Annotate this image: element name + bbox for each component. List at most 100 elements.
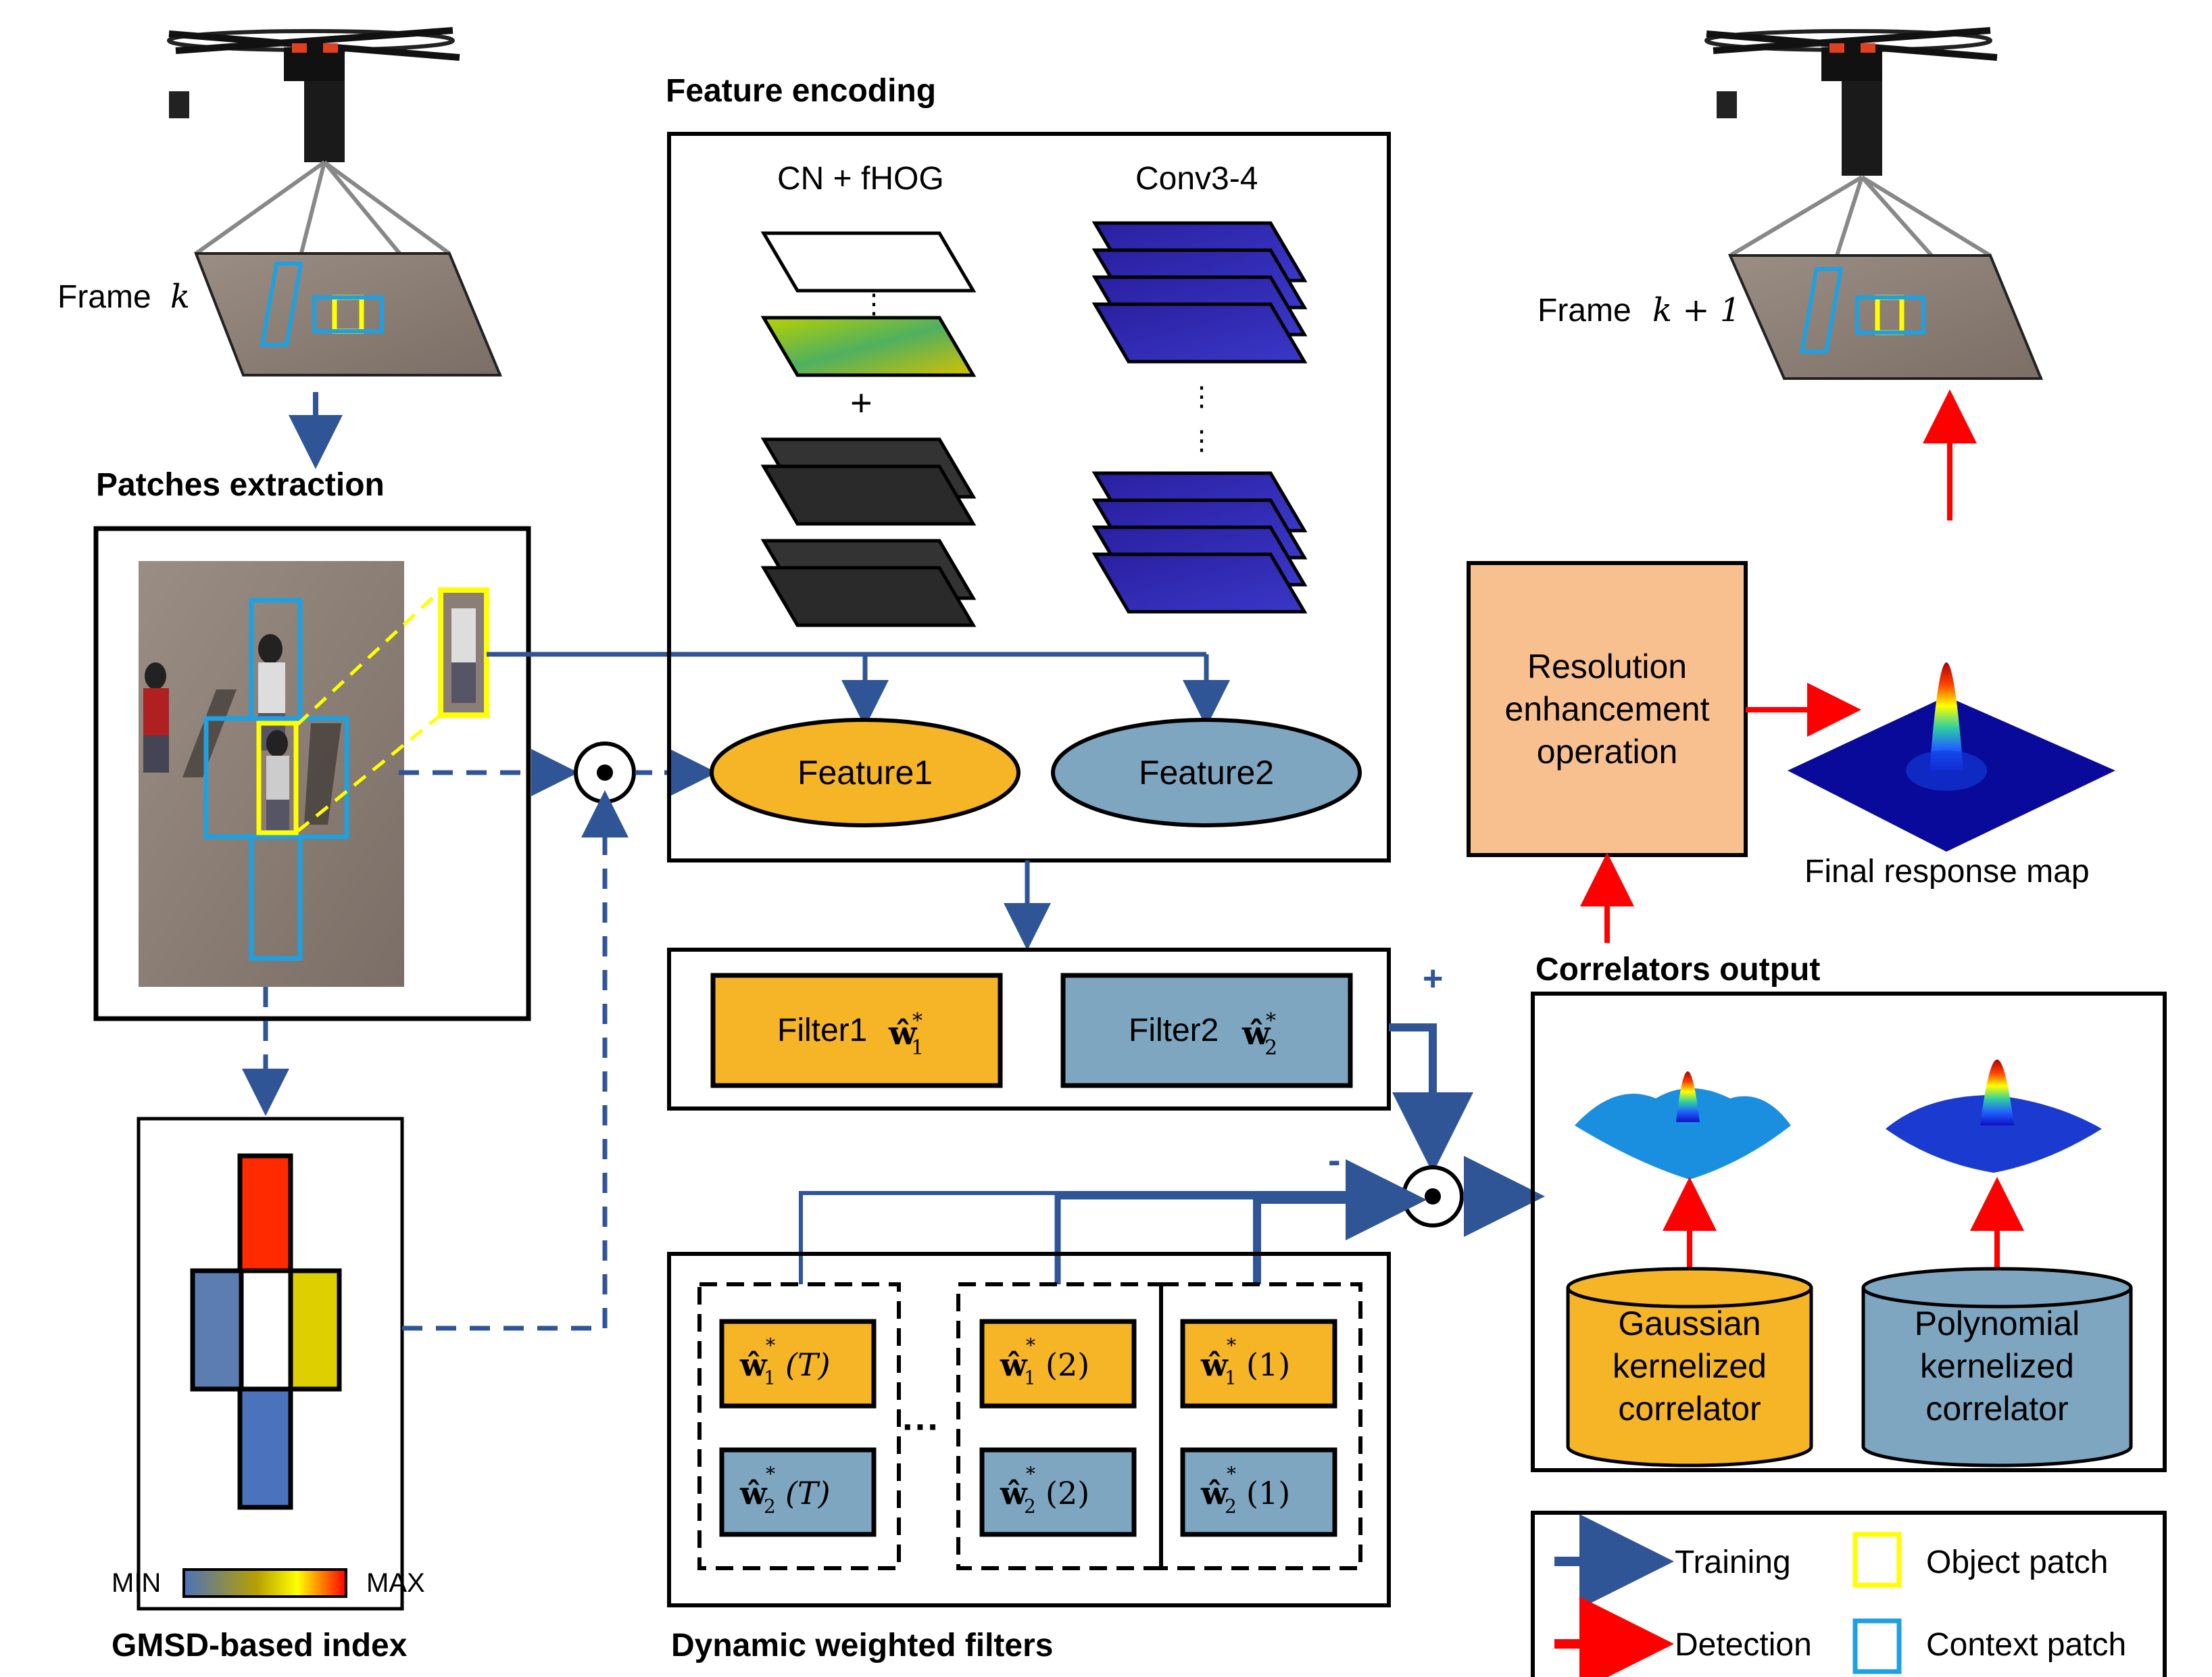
resolution-enhancement-box <box>1467 561 1748 857</box>
final-response-map <box>1788 662 2115 852</box>
svg-text:1: 1 <box>764 1367 776 1389</box>
svg-text:ŵ: ŵ <box>1000 1346 1028 1383</box>
svg-text:(1): (1) <box>1246 1475 1290 1511</box>
svg-text:ŵ: ŵ <box>1200 1475 1229 1511</box>
svg-text:2: 2 <box>1264 1036 1277 1060</box>
gaussian-line1: Gaussian <box>1618 1305 1761 1342</box>
gmsd-max-label: MAX <box>366 1568 425 1598</box>
legend-context-patch-swatch <box>1852 1618 1902 1674</box>
gmsd-title: GMSD-based index <box>112 1628 408 1663</box>
resolution-line2: enhancement <box>1504 690 1709 728</box>
frame-k-image <box>194 252 502 376</box>
svg-text:ŵ: ŵ <box>739 1346 768 1383</box>
svg-text:(2): (2) <box>1046 1475 1089 1511</box>
filter2-block <box>1060 973 1353 1088</box>
frame-k-word: Frame <box>57 279 151 315</box>
resolution-line3: operation <box>1537 733 1678 771</box>
svg-text:(2): (2) <box>1046 1346 1089 1383</box>
svg-text:*: * <box>766 1334 775 1357</box>
svg-text:ŵ: ŵ <box>1000 1475 1028 1511</box>
weight-w1-1: ŵ * 1 (1) <box>1180 1319 1337 1409</box>
svg-text:1: 1 <box>1024 1367 1036 1389</box>
weight-w2-2: ŵ * 2 (2) <box>979 1447 1137 1537</box>
legend-context-patch-label: Context patch <box>1926 1627 2126 1663</box>
svg-text:⋮: ⋮ <box>1188 426 1215 456</box>
svg-text:*: * <box>1026 1463 1035 1485</box>
dynamic-line-thick <box>1253 1159 1427 1284</box>
frame-k1-image <box>1727 254 2043 380</box>
object-patch <box>256 721 299 835</box>
svg-text:2: 2 <box>1225 1495 1237 1517</box>
dashed-gmsd-to-multiply <box>402 790 629 1331</box>
feature1-label: Feature1 <box>797 754 933 792</box>
svg-text:1: 1 <box>1225 1367 1237 1389</box>
svg-text:*: * <box>1026 1334 1035 1357</box>
legend-detection-label: Detection <box>1675 1627 1812 1663</box>
polynomial-line2: kernelized <box>1920 1347 2074 1385</box>
minus-sign: - <box>1328 1138 1341 1181</box>
weight-w1-T: ŵ * 1 (T) <box>719 1319 877 1409</box>
svg-text:ŵ: ŵ <box>1200 1346 1229 1383</box>
svg-text:*: * <box>1227 1334 1236 1357</box>
plus-sign: + <box>1423 959 1443 998</box>
conv34-label: Conv3-4 <box>1135 161 1258 197</box>
cn-fhog-plus: + <box>850 381 872 424</box>
cn-fhog-maps: ⋮ <box>760 231 977 627</box>
svg-text:⋮: ⋮ <box>860 289 887 319</box>
svg-text:2: 2 <box>1024 1495 1036 1517</box>
svg-text:⋮: ⋮ <box>1188 382 1215 412</box>
polynomial-response-surface <box>1886 1059 2102 1173</box>
polynomial-line3: correlator <box>1925 1390 2068 1428</box>
conv34-maps: ⋮ ⋮ <box>1091 221 1308 614</box>
drone-frame-k1: Frame k + 1 <box>1538 27 2043 380</box>
filter1-block <box>710 973 1003 1088</box>
dynamic-line-thin <box>799 1191 1399 1284</box>
gmsd-left-block <box>190 1268 244 1392</box>
correlators-output-title: Correlators output <box>1535 952 1820 988</box>
filter1-label: Filter1 <box>777 1013 867 1048</box>
legend-box <box>1531 1511 2167 1677</box>
gaussian-line2: kernelized <box>1613 1347 1767 1385</box>
gaussian-response-surface <box>1575 1071 1791 1180</box>
polynomial-line1: Polynomial <box>1915 1305 2080 1342</box>
drone-icon-2 <box>1704 27 1998 176</box>
gmsd-right-block <box>288 1268 342 1392</box>
gmsd-center-block <box>239 1268 293 1392</box>
svg-text:*: * <box>766 1463 775 1485</box>
feature2-label: Feature2 <box>1139 754 1274 792</box>
frame-k1-var: k + 1 <box>1652 291 1740 329</box>
filter2-label: Filter2 <box>1129 1013 1219 1048</box>
svg-text:ŵ: ŵ <box>739 1475 768 1511</box>
svg-text:1: 1 <box>911 1036 924 1060</box>
patches-extraction-title: Patches extraction <box>96 467 385 503</box>
pedestrians <box>143 634 341 830</box>
context-patch-bottom <box>249 834 303 961</box>
gmsd-colorbar <box>182 1568 347 1598</box>
svg-text:(T): (T) <box>785 1475 831 1511</box>
final-response-title: Final response map <box>1804 854 2090 890</box>
legend-object-patch-label: Object patch <box>1926 1545 2108 1580</box>
gaussian-line3: correlator <box>1618 1390 1761 1428</box>
svg-text:2: 2 <box>764 1495 776 1517</box>
svg-text:ŵ: ŵ <box>888 1015 918 1052</box>
gaussian-correlator <box>1566 1267 1813 1467</box>
svg-text:*: * <box>1227 1463 1236 1485</box>
frame-k-var: k <box>170 278 190 316</box>
gmsd-min-label: MIN <box>112 1568 161 1598</box>
svg-text:ŵ: ŵ <box>1242 1015 1271 1052</box>
drone-frame-k: Frame k <box>57 27 502 376</box>
correlators-box <box>1531 992 2167 1472</box>
resolution-line1: Resolution <box>1527 648 1687 685</box>
frame-k1-word: Frame <box>1538 293 1631 329</box>
feature2-node <box>1051 718 1362 827</box>
weight-w2-1: ŵ * 2 (1) <box>1180 1447 1337 1537</box>
thick-arrow-to-multiply <box>1389 1023 1473 1173</box>
gmsd-top-block <box>237 1153 293 1273</box>
svg-text:*: * <box>912 1009 923 1033</box>
feature1-node <box>710 718 1021 827</box>
svg-text:(1): (1) <box>1246 1346 1290 1383</box>
dynamic-ellipsis: ··· <box>902 1405 940 1448</box>
svg-text:*: * <box>1266 1009 1276 1033</box>
svg-text:(T): (T) <box>785 1346 831 1383</box>
